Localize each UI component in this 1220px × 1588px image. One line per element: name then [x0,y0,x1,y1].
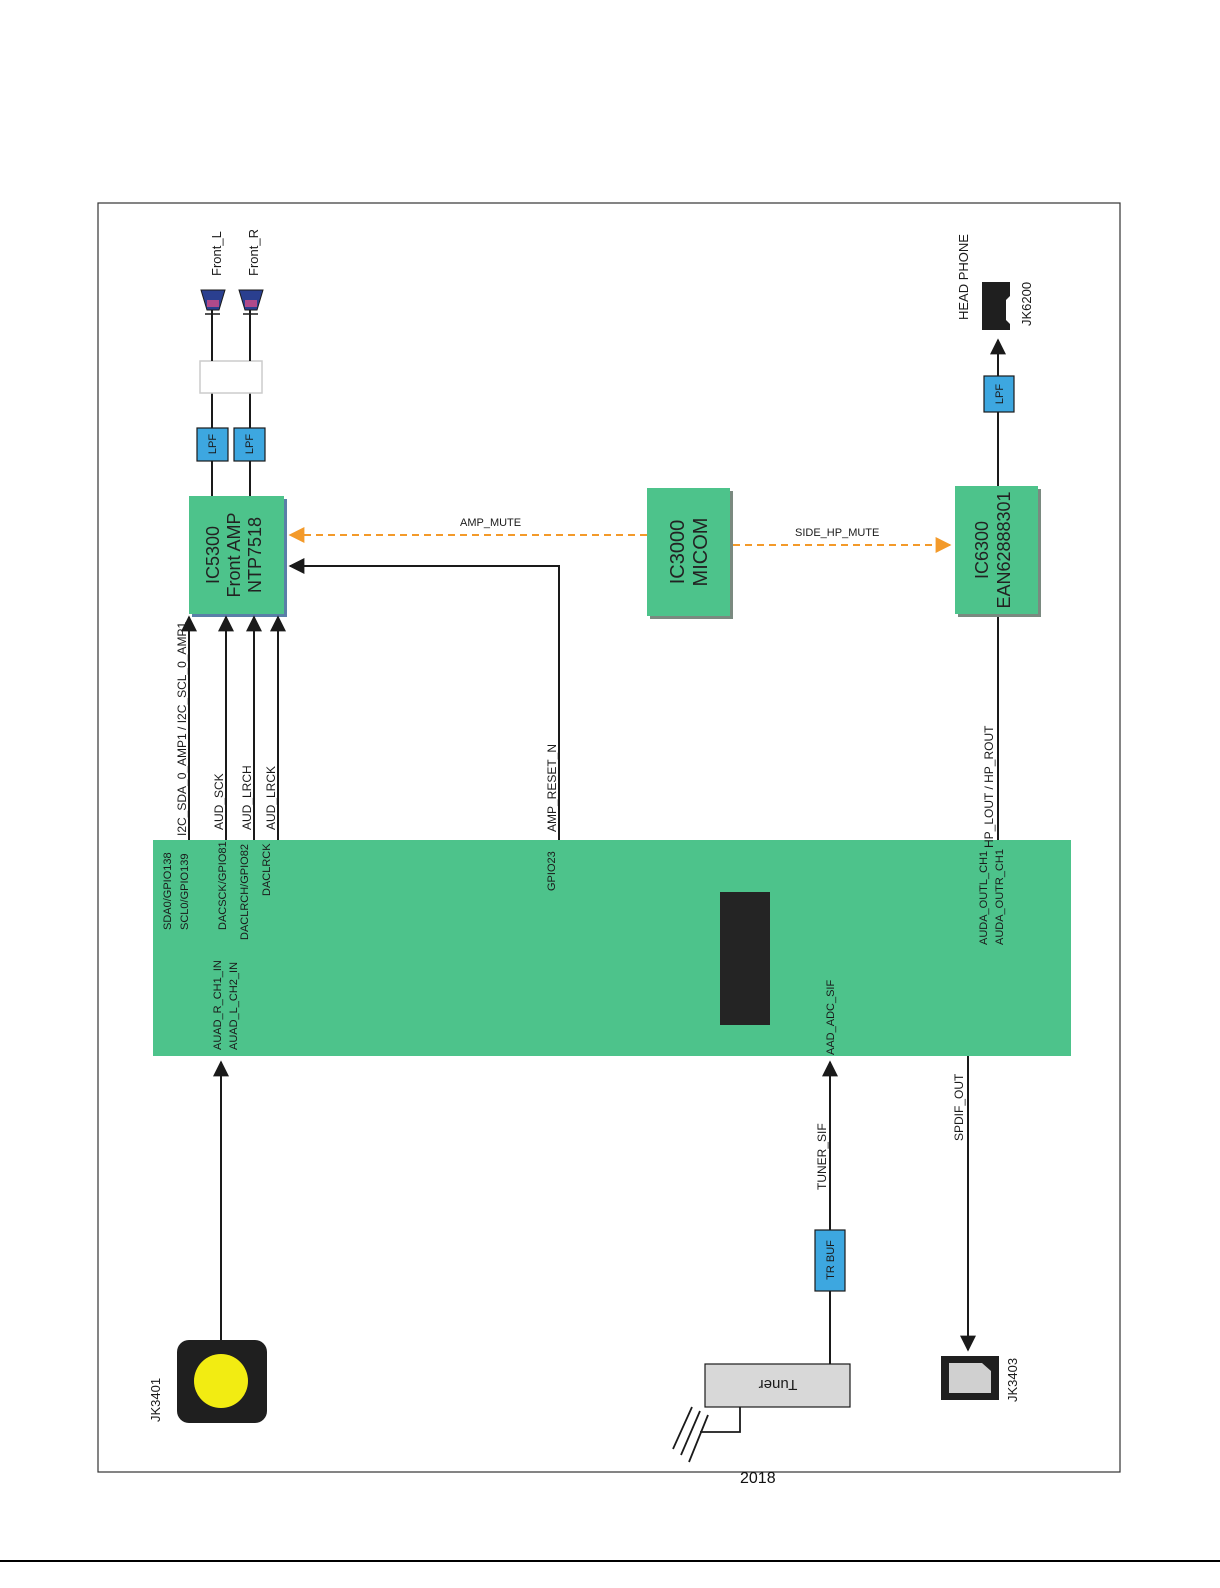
signal-aud-lrck: AUD_LRCK [264,766,278,830]
tr-buf-block [814,1229,846,1292]
signal-amp-reset: AMP_RESET_N [545,744,559,832]
signal-spdif-out: SPDIF_OUT [952,1073,966,1141]
speaker-front-l-icon [200,289,226,311]
signal-side-hp-mute: SIDE_HP_MUTE [795,527,879,539]
spdif-jack-ref: JK3403 [1005,1358,1020,1402]
pin-daclrck: DACLRCK [261,843,273,896]
ic3000-block [647,488,730,616]
pin-gpio23: GPIO23 [546,851,558,891]
tr-buf-label: TR BUF [825,1240,837,1280]
footer-divider [0,1560,1220,1562]
soc-chip-black-block [720,892,770,1025]
tuner-label: Tuner [759,1376,798,1393]
spdif-jack-icon [949,1363,991,1393]
headphone-ref: JK6200 [1019,282,1034,326]
pin-dacsck: DACSCK/GPIO81 [217,841,229,930]
signal-amp-mute: AMP_MUTE [460,517,521,529]
lpf-front-r-label: LPF [244,434,256,454]
signal-aud-lrch: AUD_LRCH [240,765,254,830]
antenna-icon [672,1406,741,1463]
ic5300-label-3: NTP7518 [245,517,265,593]
pin-scl: SCL0/GPIO139 [179,854,191,930]
ic6300-label-1: IC6300 [972,521,992,579]
headphone-label: HEAD PHONE [956,234,971,320]
signal-i2c: I2C_SDA_0_AMP1 / I2C_SCL_0_AMP1 [175,622,189,836]
signal-tuner-sif: TUNER_SIF [815,1123,829,1190]
av-jack-yellow-icon [194,1354,248,1408]
pin-auad-r: AUAD_R_CH1_IN [212,960,224,1050]
lpf-front-l-label: LPF [207,434,219,454]
signal-aud-sck: AUD_SCK [212,773,226,830]
ic5300-block [189,496,284,614]
av-jack-ref: JK3401 [148,1378,163,1422]
pin-sda: SDA0/GPIO138 [162,852,174,930]
ic3000-label-2: MICOM [690,518,712,587]
headphone-jack-icon [982,282,1010,330]
ic5300-label-2: Front AMP [224,512,244,597]
ic5300-label-1: IC5300 [203,526,223,584]
pin-daclrch: DACLRCH/GPIO82 [239,844,251,940]
pin-auad-l: AUAD_L_CH2_IN [228,962,240,1050]
ic6300-block [955,486,1038,614]
ic3000-label-1: IC3000 [667,520,689,585]
speaker-front-r-icon [238,289,264,311]
speaker-front-r-label: Front_R [246,229,261,276]
signal-hp-out: HP_LOUT / HP_ROUT [982,725,996,848]
lpf-front-r [233,427,266,462]
ic6300-label-2: EAN62888301 [994,491,1014,608]
tuner-block [704,1363,851,1408]
lpf-headphone-label: LPF [994,384,1006,404]
pin-aad-adc: AAD_ADC_SIF [825,980,837,1055]
page-number: 2018 [740,1470,776,1487]
pin-auda-outr: AUDA_OUTR_CH1 [994,849,1006,945]
amp-reset-line [288,558,560,840]
speaker-front-l-label: Front_L [209,231,224,276]
main-soc-block [153,840,1071,1056]
speaker-connector-block [199,360,263,394]
diagram-border [97,202,1121,1473]
pin-auda-outl: AUDA_OUTL_CH1 [978,851,990,945]
